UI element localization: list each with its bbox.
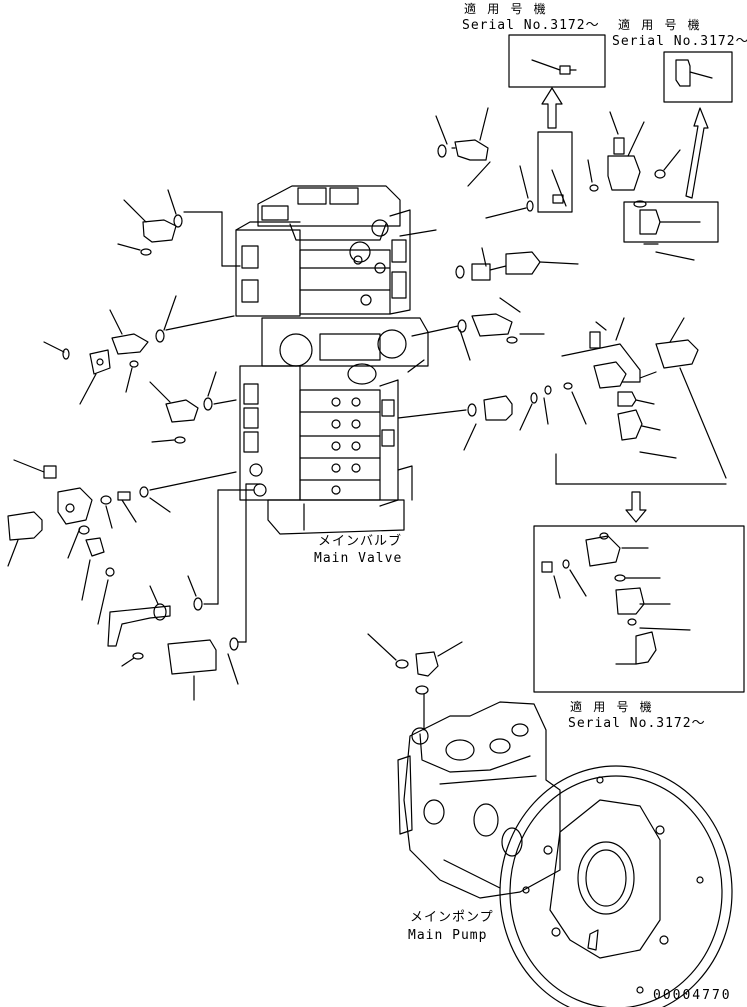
main-pump-label-jp: メインポンプ xyxy=(410,910,494,925)
serial-label-top-left-jp: 適 用 号 機 xyxy=(464,2,548,16)
right-fittings xyxy=(397,243,727,485)
pump-fitting xyxy=(367,633,463,731)
upper-fittings xyxy=(117,107,681,281)
main-valve-label-en: Main Valve xyxy=(314,551,403,566)
flywheel-housing xyxy=(499,765,733,1007)
serial-label-bottom-en: Serial No.3172～ xyxy=(568,716,706,731)
serial-label-bottom-jp: 適 用 号 機 xyxy=(570,700,654,714)
serial-label-top-right-en: Serial No.3172～ xyxy=(612,34,747,49)
fitting-box-right xyxy=(623,201,719,243)
left-fittings xyxy=(7,295,261,701)
inset-box-bottom xyxy=(533,525,745,693)
bracket-top-left xyxy=(537,131,573,213)
main-valve-label-jp: メインバルブ xyxy=(318,534,403,549)
main-pump xyxy=(397,701,561,899)
inset-box-top-right xyxy=(663,51,733,103)
arrow-down xyxy=(625,491,647,523)
serial-label-top-right-jp: 適 用 号 機 xyxy=(618,18,702,32)
inset-box-top-left xyxy=(508,34,606,88)
arrow-up-right xyxy=(685,107,709,199)
main-pump-label-en: Main Pump xyxy=(408,928,488,943)
main-valve xyxy=(235,185,429,535)
serial-label-top-left-en: Serial No.3172～ xyxy=(462,18,600,33)
arrow-up-left xyxy=(541,87,563,129)
drawing-number: 00004770 xyxy=(653,988,732,1003)
